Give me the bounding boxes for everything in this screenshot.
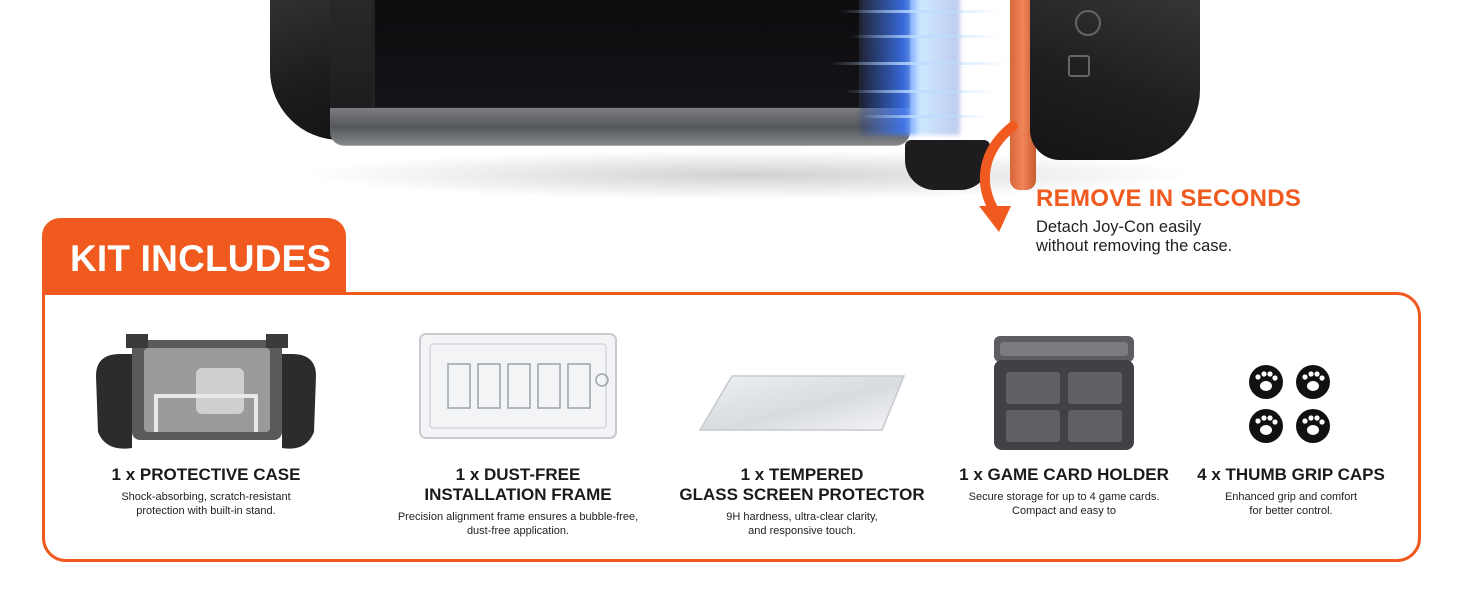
kit-item-thumb-grip-caps: 4 x THUMB GRIP CAPS Enhanced grip and co… — [1178, 320, 1404, 550]
speed-line — [860, 115, 990, 118]
capture-button-icon — [1068, 55, 1090, 77]
speed-glow-effect — [860, 0, 960, 135]
kit-item-description: Enhanced grip and comfort for better con… — [1178, 490, 1404, 518]
description-line: and responsive touch. — [748, 525, 856, 537]
kit-item-game-card-holder: 1 x GAME CARD HOLDER Secure storage for … — [944, 320, 1184, 550]
curved-arrow-icon — [979, 121, 1018, 232]
description-line: dust-free application. — [466, 525, 570, 537]
kit-includes-title: KIT INCLUDES — [70, 238, 332, 279]
remove-in-seconds-title: REMOVE IN SECONDS — [1036, 185, 1302, 212]
kit-item-title: 4 x THUMB GRIP CAPS — [1197, 465, 1385, 484]
title-line: INSTALLATION FRAME — [424, 485, 612, 504]
transparent-case-rim — [330, 108, 910, 146]
kit-item-installation-frame: 1 x DUST-FREE INSTALLATION FRAME Precisi… — [378, 320, 658, 550]
kit-item-title: 1 x GAME CARD HOLDER — [959, 465, 1169, 484]
description-line: Detach Joy-Con easily — [1036, 218, 1202, 236]
kit-includes-tab — [42, 218, 346, 298]
description-line: without removing the case. — [1036, 237, 1233, 255]
speed-line — [840, 10, 1000, 13]
protective-case-image — [96, 334, 316, 449]
kit-item-title: 1 x TEMPERED GLASS SCREEN PROTECTOR — [672, 465, 932, 505]
speed-line — [850, 35, 1000, 38]
kit-item-description: 9H hardness, ultra-clear clarity, and re… — [672, 510, 932, 538]
screen-protector-image — [698, 375, 906, 431]
joycon-rail-stub — [905, 140, 990, 190]
home-button-icon — [1075, 10, 1101, 36]
kit-item-protective-case: 1 x PROTECTIVE CASE Shock-absorbing, scr… — [86, 320, 326, 550]
description-line: Precision alignment frame ensures a bubb… — [397, 511, 639, 523]
case-right-grip — [1030, 0, 1200, 160]
paw-cap-icon — [1249, 365, 1283, 399]
speed-line — [845, 90, 995, 93]
description-line: 9H hardness, ultra-clear clarity, — [726, 511, 878, 523]
title-line: GLASS SCREEN PROTECTOR — [679, 485, 925, 504]
paw-cap-icon — [1249, 409, 1283, 443]
description-line: Compact and easy to — [1012, 505, 1116, 517]
title-line: 1 x DUST-FREE — [455, 465, 581, 484]
console-screen — [372, 0, 862, 110]
description-line: for better control. — [1249, 505, 1333, 517]
remove-in-seconds-description: Detach Joy-Con easily without removing t… — [1036, 218, 1296, 256]
description-line: Secure storage for up to 4 game cards. — [968, 491, 1160, 503]
description-line: Shock-absorbing, scratch-resistant — [121, 491, 291, 503]
installation-frame-image — [419, 333, 617, 439]
paw-cap-icon — [1296, 409, 1330, 443]
console-hero-image — [0, 0, 1464, 210]
kit-item-screen-protector: 1 x TEMPERED GLASS SCREEN PROTECTOR 9H h… — [672, 320, 932, 550]
kit-item-description: Precision alignment frame ensures a bubb… — [378, 510, 658, 538]
kit-item-description: Shock-absorbing, scratch-resistant prote… — [86, 490, 326, 518]
kit-item-title: 1 x DUST-FREE INSTALLATION FRAME — [378, 465, 658, 505]
description-line: protection with built-in stand. — [136, 505, 276, 517]
paw-cap-icon — [1296, 365, 1330, 399]
speed-line — [830, 62, 1010, 65]
description-line: Enhanced grip and comfort — [1224, 491, 1358, 503]
kit-item-title: 1 x PROTECTIVE CASE — [111, 465, 301, 484]
kit-item-description: Secure storage for up to 4 game cards. C… — [944, 490, 1184, 518]
game-card-holder-image — [994, 336, 1134, 450]
thumb-grip-caps-image — [1249, 365, 1330, 443]
title-line: 1 x TEMPERED — [740, 465, 864, 484]
